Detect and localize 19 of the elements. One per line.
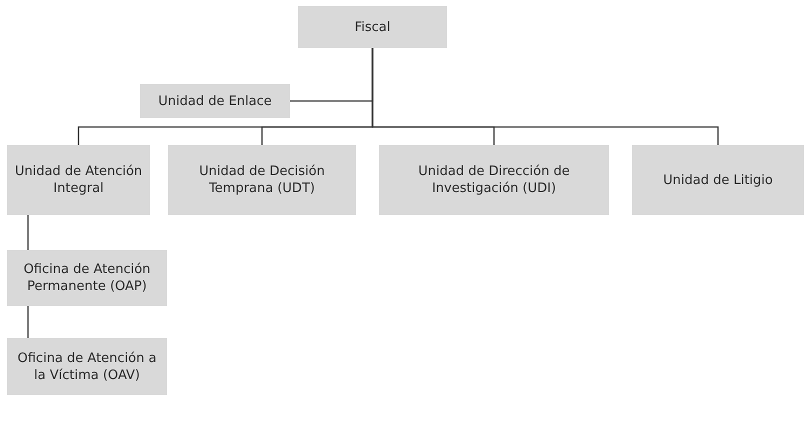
unit-name: Unidad de Enlace [158, 92, 272, 110]
unit-name: Oficina de Atención Permanente (OAP) [22, 261, 152, 295]
unit-name: Unidad de Atención Integral [14, 163, 144, 197]
org-unit-box [298, 6, 447, 48]
connector-line [372, 48, 719, 145]
org-unit-box [632, 145, 804, 215]
org-unit-box [140, 84, 290, 118]
unit-name: Oficina de Atención a la Víctima (OAV) [16, 350, 158, 384]
unit-name: Unidad de Decisión Temprana (UDT) [198, 163, 326, 197]
org-unit-box [7, 338, 167, 395]
org-unit-box [7, 145, 150, 215]
connector-line [27, 215, 29, 250]
unit-name: Unidad de Dirección de Investigación (UDI) [417, 163, 571, 197]
unit-name: Unidad de Litigio [663, 172, 773, 188]
unit-name: Fiscal [354, 18, 390, 36]
org-unit-box [168, 145, 356, 215]
org-unit-box [379, 145, 609, 215]
connector-line [27, 306, 29, 338]
org-unit-box [7, 250, 167, 306]
